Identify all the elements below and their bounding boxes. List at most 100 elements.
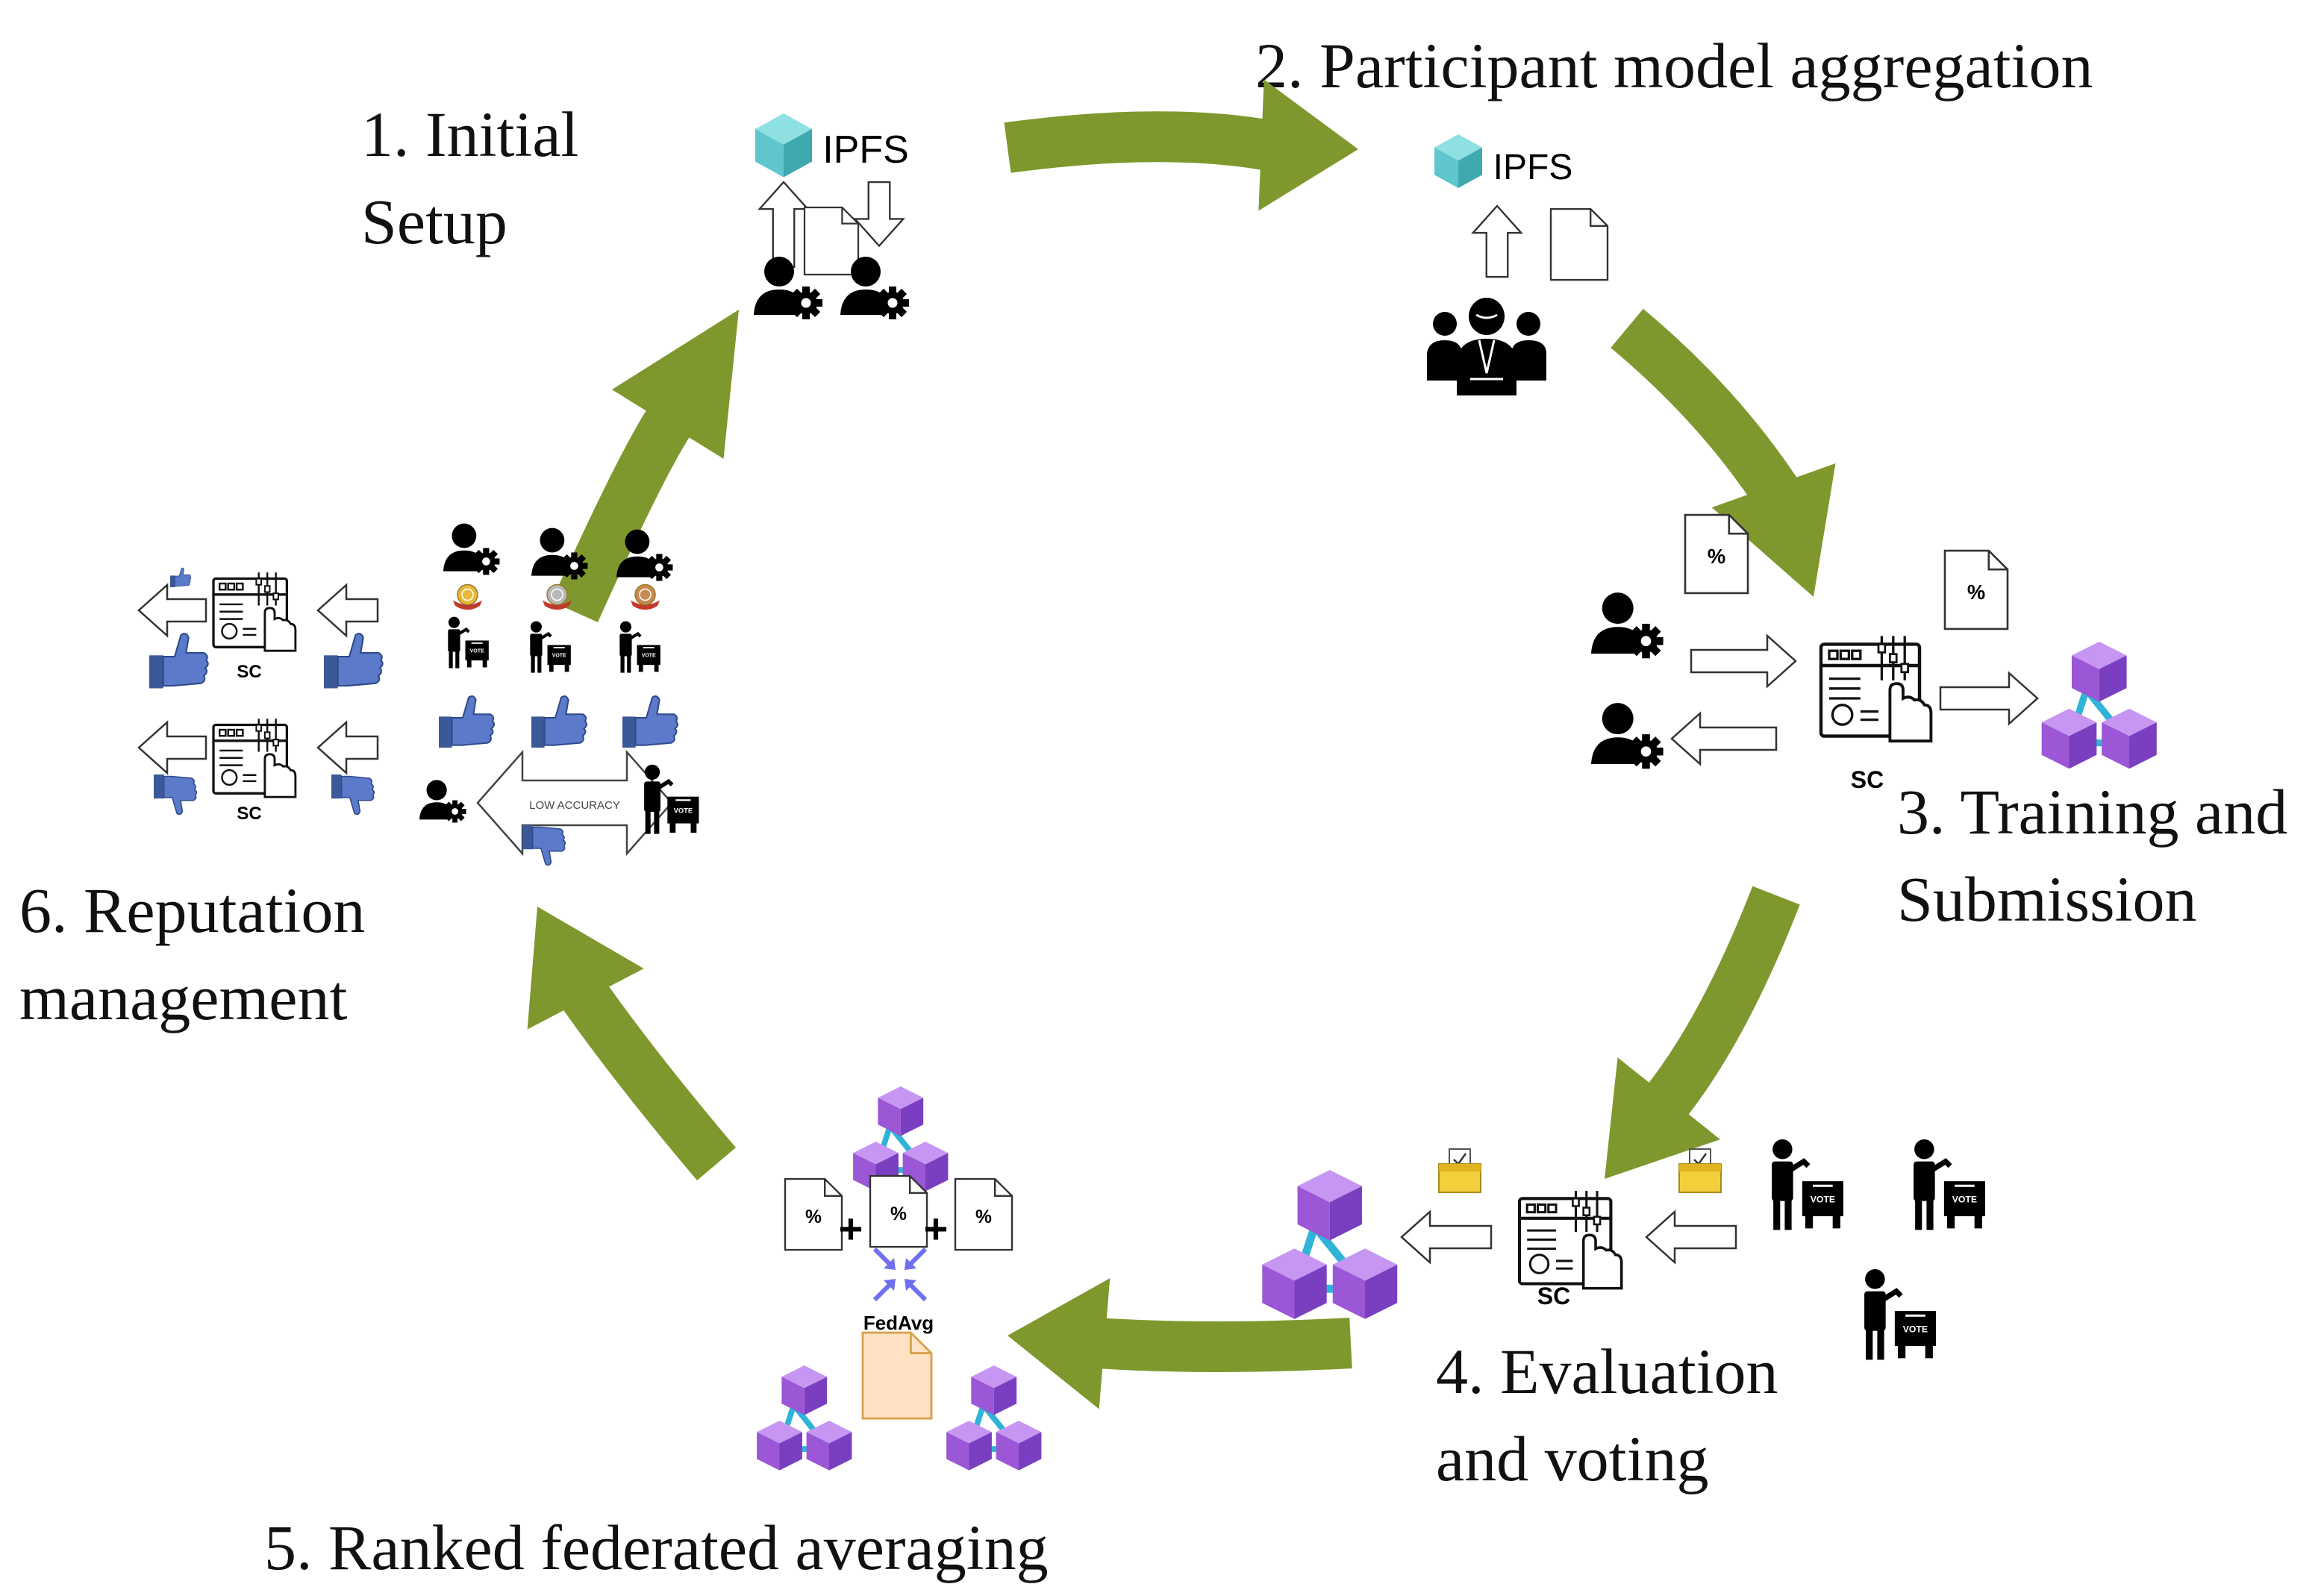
thumbs-up-icon bbox=[622, 695, 679, 748]
voter-icon: VOTE bbox=[619, 621, 660, 673]
document-icon: % bbox=[869, 1174, 928, 1248]
smart-contract-icon bbox=[212, 572, 297, 652]
smart-contract-icon bbox=[212, 719, 297, 798]
document-icon bbox=[803, 206, 860, 276]
ipfs-cube-icon bbox=[1434, 134, 1482, 188]
thumbs-down-icon bbox=[331, 774, 375, 816]
to-chain-arrow bbox=[1939, 671, 2039, 726]
sc-label: SC bbox=[1851, 766, 1884, 793]
fedavg-label: FedAvg bbox=[863, 1312, 934, 1334]
ballot-box-icon bbox=[1438, 1148, 1481, 1193]
low-accuracy-arrow: LOW ACCURACY bbox=[476, 749, 673, 857]
to-chain-arrow bbox=[1400, 1209, 1493, 1265]
vote-box-label: VOTE bbox=[470, 649, 484, 654]
voter-icon: VOTE bbox=[1914, 1139, 1985, 1230]
plus-sign: + bbox=[924, 1205, 949, 1252]
ipfs-label-1: IPFS bbox=[822, 128, 909, 172]
person-gear-icon bbox=[1591, 592, 1664, 659]
voter-icon: VOTE bbox=[530, 621, 571, 673]
sc-label: SC bbox=[1537, 1283, 1570, 1309]
document-icon bbox=[1549, 207, 1609, 281]
vote-box-label: VOTE bbox=[1952, 1195, 1977, 1205]
blockchain-icon bbox=[946, 1365, 1042, 1471]
thumbs-down-icon bbox=[154, 774, 198, 816]
document-percent-label: % bbox=[805, 1207, 822, 1227]
sc-label: SC bbox=[1851, 766, 1884, 793]
person-gear-icon bbox=[754, 257, 822, 319]
smart-contract-icon bbox=[1819, 636, 1933, 743]
person-gear-icon bbox=[840, 257, 909, 319]
document-icon: % bbox=[1684, 513, 1749, 595]
document-percent-label: % bbox=[890, 1204, 907, 1224]
arrow-step5-to-step6 bbox=[527, 907, 736, 1180]
document-icon: % bbox=[784, 1177, 843, 1251]
thumbs-up-icon bbox=[170, 567, 192, 587]
plus-sign: + bbox=[924, 1205, 949, 1252]
arrow-step1-to-step2 bbox=[1004, 79, 1358, 211]
blockchain-icon bbox=[2041, 642, 2157, 769]
voter-icon: VOTE bbox=[1772, 1139, 1843, 1230]
arrow-step2-to-step3 bbox=[1611, 308, 1836, 597]
fedavg-icon bbox=[872, 1247, 928, 1302]
penalty-arrow bbox=[137, 720, 207, 775]
document-percent-label: % bbox=[1967, 580, 1985, 604]
vote-box-label: VOTE bbox=[674, 807, 693, 815]
ipfs-cube-icon bbox=[755, 113, 812, 178]
sc-label: SC bbox=[237, 662, 261, 682]
step-5-title: 5. Ranked federated averaging bbox=[264, 1512, 1049, 1583]
blockchain-icon bbox=[757, 1365, 852, 1471]
thumbs-up-icon bbox=[439, 695, 496, 748]
document-icon bbox=[861, 1331, 933, 1420]
download-arrow bbox=[853, 181, 905, 248]
low-accuracy-label: LOW ACCURACY bbox=[529, 799, 620, 812]
ipfs-label: IPFS bbox=[1493, 148, 1573, 187]
vote-arrow bbox=[1645, 1209, 1737, 1265]
return-arrow bbox=[1670, 711, 1778, 766]
vote-box-label: VOTE bbox=[1903, 1324, 1928, 1335]
group-icon bbox=[1427, 298, 1546, 395]
thumbs-up-icon bbox=[531, 695, 588, 748]
sc-label: SC bbox=[237, 804, 261, 824]
person-gear-icon bbox=[1591, 703, 1664, 769]
smart-contract-icon bbox=[1517, 1191, 1623, 1290]
ipfs-label-2: IPFS bbox=[1493, 148, 1573, 187]
medal-icon bbox=[543, 583, 572, 610]
upload-arrow bbox=[758, 181, 810, 269]
sc-label: SC bbox=[1537, 1283, 1570, 1309]
sc-label: SC bbox=[237, 804, 261, 824]
document-percent-label: % bbox=[975, 1207, 992, 1227]
voter-icon: VOTE bbox=[448, 616, 489, 669]
document-percent-label: % bbox=[1708, 545, 1725, 568]
medal-icon bbox=[631, 583, 660, 610]
thumbs-down-icon bbox=[522, 825, 566, 866]
arrow-step3-to-step4 bbox=[1605, 886, 1800, 1179]
sc-label: SC bbox=[237, 662, 261, 682]
ballot-box-icon bbox=[1678, 1148, 1722, 1193]
person-gear-icon bbox=[419, 780, 466, 823]
vote-box-label: VOTE bbox=[642, 654, 656, 659]
arrow-step6-to-step1 bbox=[551, 310, 739, 622]
upload-arrow bbox=[1471, 204, 1523, 278]
vote-box-label: VOTE bbox=[552, 654, 566, 659]
plus-sign: + bbox=[839, 1205, 863, 1252]
step-2-title: 2. Participant model aggregation bbox=[1255, 30, 2093, 101]
fedavg-label: FedAvg bbox=[863, 1312, 934, 1334]
document-icon: % bbox=[1943, 549, 2009, 630]
person-gear-icon bbox=[616, 529, 673, 581]
document-icon: % bbox=[954, 1177, 1013, 1251]
ipfs-label: IPFS bbox=[822, 128, 909, 172]
plus-sign: + bbox=[839, 1205, 863, 1252]
person-gear-icon bbox=[443, 523, 500, 575]
reward-arrow bbox=[316, 583, 379, 638]
arrow-step4-to-step5 bbox=[1008, 1278, 1352, 1409]
thumbs-up-icon bbox=[149, 633, 209, 689]
thumbs-up-icon bbox=[324, 633, 384, 689]
voter-icon: VOTE bbox=[644, 764, 699, 834]
vote-box-label: VOTE bbox=[1811, 1195, 1835, 1205]
